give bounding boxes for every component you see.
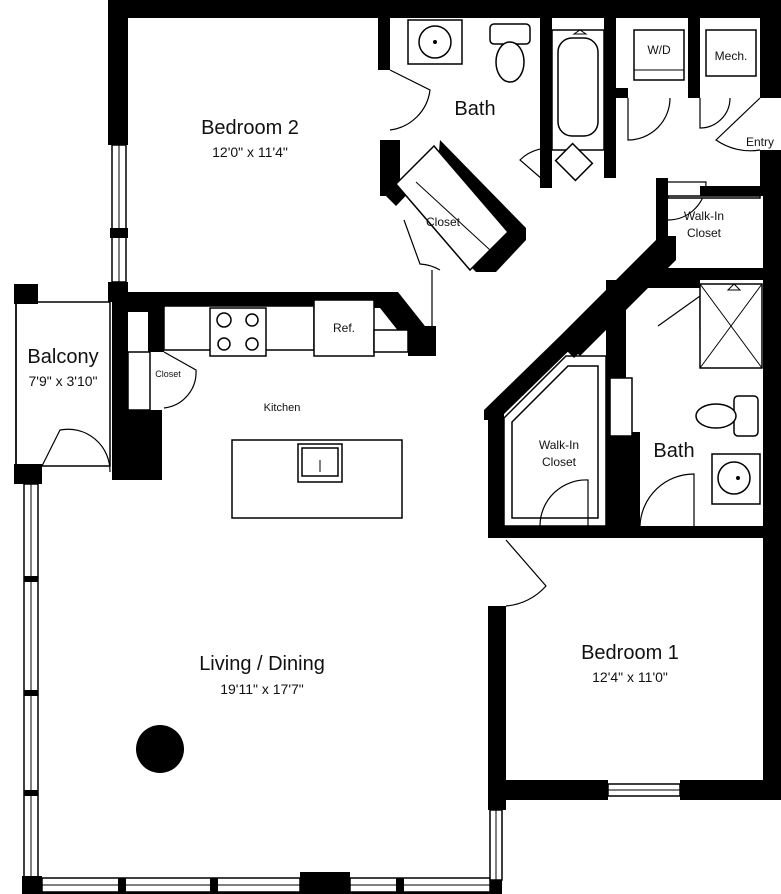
washer-dryer-icon bbox=[633, 29, 685, 81]
refrigerator-icon bbox=[313, 299, 375, 357]
bath-upper-name: Bath bbox=[454, 98, 495, 120]
walkin-upper-line1: Walk-In bbox=[684, 209, 724, 223]
structural-column bbox=[136, 725, 184, 773]
windows bbox=[15, 144, 681, 893]
wd-label: W/D bbox=[647, 43, 671, 57]
bedroom1-name: Bedroom 1 bbox=[581, 642, 679, 664]
walkin-lower-line1: Walk-In bbox=[539, 438, 579, 452]
closet-bed2-label: Closet bbox=[426, 215, 461, 229]
walkin-upper-line2: Closet bbox=[687, 226, 722, 240]
toilet-icon-lower bbox=[733, 395, 759, 437]
toilet-icon bbox=[489, 23, 531, 45]
kitchen-label: Kitchen bbox=[264, 402, 301, 414]
fixtures bbox=[127, 19, 763, 773]
mech-label: Mech. bbox=[715, 49, 748, 63]
living-dims: 19'11" x 17'7" bbox=[220, 681, 304, 697]
bath-lower-name: Bath bbox=[653, 440, 694, 462]
entry-label: Entry bbox=[746, 135, 774, 149]
balcony-name: Balcony bbox=[27, 346, 98, 368]
mech-unit-icon bbox=[705, 29, 757, 77]
bedroom1-dims: 12'4" x 11'0" bbox=[592, 669, 668, 685]
walkin-lower-line2: Closet bbox=[542, 455, 577, 469]
balcony-dims: 7'9" x 3'10" bbox=[29, 373, 98, 389]
fridge-label: Ref. bbox=[333, 321, 355, 335]
bedroom2-name: Bedroom 2 bbox=[201, 117, 299, 139]
bedroom2-dims: 12'0" x 11'4" bbox=[212, 144, 288, 160]
doors bbox=[41, 69, 761, 607]
living-name: Living / Dining bbox=[199, 653, 325, 675]
closet-small-label: Closet bbox=[155, 369, 181, 379]
labels: Bedroom 2 12'0" x 11'4" Bath W/D Mech. E… bbox=[27, 43, 774, 697]
